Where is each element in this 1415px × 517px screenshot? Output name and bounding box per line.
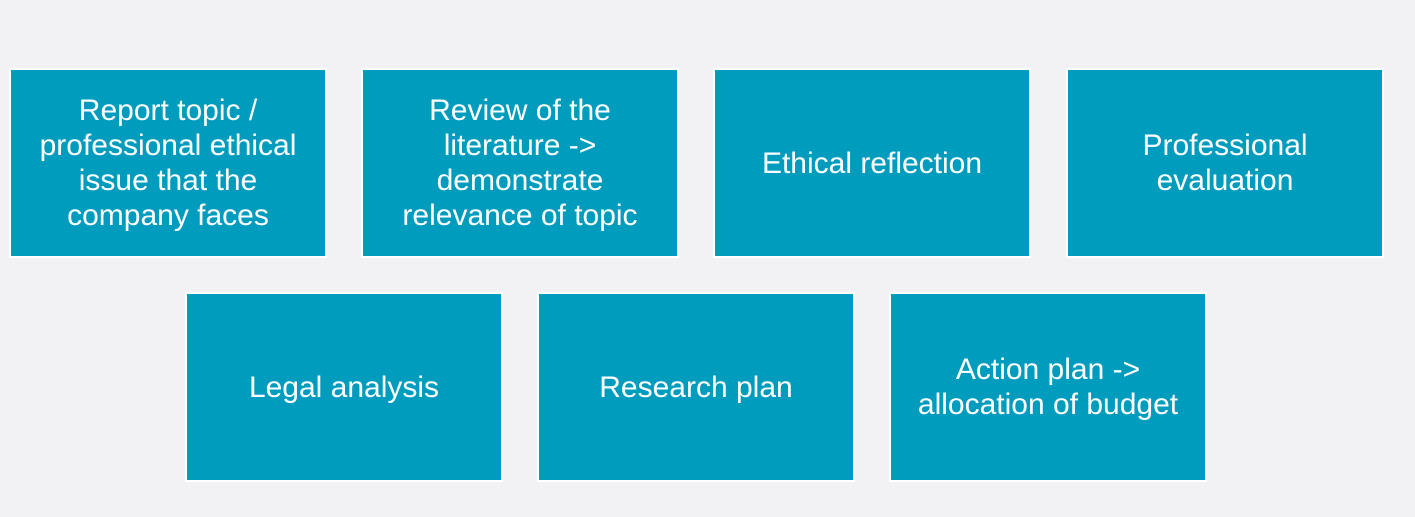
- box-action-plan: Action plan -> allocation of budget: [889, 292, 1207, 482]
- box-literature-review-label: Review of the literature -> demonstrate …: [402, 94, 638, 232]
- box-ethical-reflection-label: Ethical reflection: [761, 146, 983, 180]
- box-ethical-reflection: Ethical reflection: [713, 68, 1031, 258]
- box-legal-analysis: Legal analysis: [185, 292, 503, 482]
- box-professional-evaluation-label: Professional evaluation: [1142, 129, 1308, 197]
- box-research-plan: Research plan: [537, 292, 855, 482]
- box-report-topic-label: Report topic / professional ethical issu…: [39, 94, 297, 232]
- box-literature-review: Review of the literature -> demonstrate …: [361, 68, 679, 258]
- box-legal-analysis-label: Legal analysis: [248, 370, 440, 404]
- box-professional-evaluation: Professional evaluation: [1066, 68, 1384, 258]
- box-action-plan-label: Action plan -> allocation of budget: [917, 353, 1179, 421]
- box-research-plan-label: Research plan: [599, 370, 793, 404]
- box-report-topic: Report topic / professional ethical issu…: [9, 68, 327, 258]
